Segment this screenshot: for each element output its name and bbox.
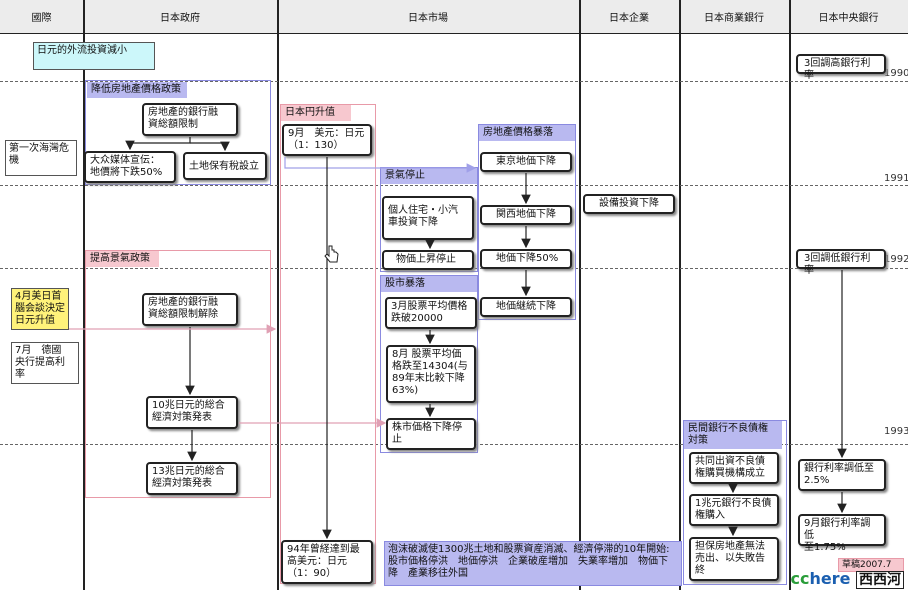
box-loan-limit: 房地產的銀行融 資総額限制 xyxy=(142,103,238,136)
year-label: 1992 xyxy=(884,254,908,265)
lane-title-realestate-crash: 房地產價格暴落 xyxy=(479,125,575,141)
lane-stock-crash xyxy=(380,275,478,453)
arrow-limit-to-tax xyxy=(190,141,230,152)
box-kansai-land: 関西地価下降 xyxy=(480,205,572,225)
note-germany-rate: 7月 德國 央行提高利 率 xyxy=(11,342,79,384)
hand-cursor-icon xyxy=(324,245,339,263)
lane-title-realestate-policy: 降低房地產價格政策 xyxy=(87,82,187,98)
box-yen-peak: 94年曾経達到最 高美元：日元 （1：90） xyxy=(281,540,373,584)
box-rate-2-5: 銀行利率調低至 2.5% xyxy=(798,459,886,491)
watermark-site: 西西河 xyxy=(856,571,904,589)
box-13-trillion: 13兆日元的総合 經濟対策発表 xyxy=(146,462,238,495)
box-joint-purchase: 共同出資不良債 権購買機構成立 xyxy=(689,452,779,484)
box-tokyo-land: 東京地価下降 xyxy=(480,152,572,172)
box-10-trillion: 10兆日元的総合 經濟対策発表 xyxy=(146,396,238,429)
lane-title-economy: 景氣停止 xyxy=(381,168,477,184)
watermark-cc: cc xyxy=(790,569,810,588)
box-rate-1-75: 9月銀行利率調低 至1.75% xyxy=(798,514,886,553)
lane-realestate-policy xyxy=(85,80,271,185)
note-plaza: 4月美日首 腦会談決定 日元升值 xyxy=(11,288,69,330)
box-land-continue: 地価継続下降 xyxy=(480,297,572,317)
note-capital-outflow: 日元的外流投資減小 xyxy=(33,42,155,70)
column-header-central-bank: 日本中央銀行 xyxy=(789,0,908,34)
lane-realestate-crash xyxy=(478,124,576,320)
box-media-campaign: 大众媒体宣伝： 地價將下跌50% xyxy=(84,151,176,183)
box-land-50: 地価下降50% xyxy=(480,249,572,269)
year-separator xyxy=(0,185,908,186)
box-yen-rate: 9月 美元：日元 （1：130） xyxy=(282,124,372,156)
box-stock-20000: 3月股票平均價格 跌破20000 xyxy=(385,297,477,329)
year-label: 1993 xyxy=(884,426,908,437)
draft-date-note: 草稿2007.7 xyxy=(838,558,904,572)
year-label: 1991 xyxy=(884,173,908,184)
column-header-enterprise: 日本企業 xyxy=(579,0,679,34)
watermark: cchere 西西河 xyxy=(790,569,904,589)
column-divider xyxy=(83,0,85,590)
box-price-stop: 物価上昇停止 xyxy=(382,250,474,270)
box-rate-raise: 3回調高銀行利率 xyxy=(796,54,886,81)
box-land-tax: 土地保有稅設立 xyxy=(183,152,267,180)
arrow-limit-to-media xyxy=(125,137,191,151)
lane-title-yen: 日本円升值 xyxy=(281,105,351,121)
year-label: 1990 xyxy=(884,68,908,79)
lane-title-stock: 股市暴落 xyxy=(381,276,477,292)
note-gulf-crisis: 第一次海灣危 機 xyxy=(5,140,77,176)
box-collateral-failed: 担保房地產無法 売出、以失敗告 終 xyxy=(689,537,779,581)
column-divider xyxy=(679,0,681,590)
box-rate-cut: 3回調低銀行利率 xyxy=(796,249,886,276)
lane-title-stimulus-policy: 提高景氣政策 xyxy=(86,251,159,267)
column-header-market: 日本市場 xyxy=(277,0,579,34)
arrow-yen-to-realestate xyxy=(284,157,477,173)
box-stock-14304: 8月 股票平均価 格跌至14304(与 89年末比較下降 63%) xyxy=(386,345,476,403)
box-housing-investment: 個人住宅・小汽 車投資下降 xyxy=(382,196,474,240)
column-divider xyxy=(789,0,791,590)
column-divider xyxy=(579,0,581,590)
box-bad-debt-purchase: 1兆元銀行不良債 権購入 xyxy=(689,494,779,526)
column-header-government: 日本政府 xyxy=(83,0,277,34)
watermark-here: here xyxy=(809,569,851,588)
summary-note: 泡沫破滅使1300兆土地和股票資産消滅、經濟停滞的10年開始: 股市価格停洪 地… xyxy=(384,541,682,586)
column-header-international: 國際 xyxy=(0,0,83,34)
column-divider xyxy=(277,0,279,590)
year-separator xyxy=(0,81,908,82)
box-limit-lifted: 房地產的銀行融 資総額限制解除 xyxy=(142,293,238,326)
box-capex-down: 設備投資下降 xyxy=(583,194,675,214)
box-stock-stop: 株市価格下降停 止 xyxy=(386,418,476,450)
column-header-commercial-bank: 日本商業銀行 xyxy=(679,0,789,34)
lane-title-bad-debt: 民間銀行不良債権 対策 xyxy=(684,421,782,449)
lane-stimulus-policy xyxy=(85,250,271,498)
lane-bad-debt xyxy=(683,420,787,585)
